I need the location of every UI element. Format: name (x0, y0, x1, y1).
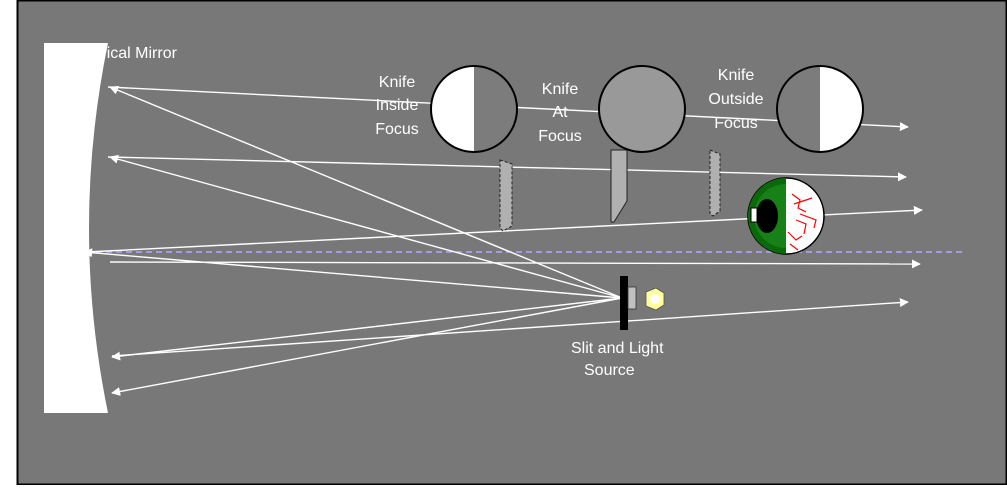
knife-inside-label-line2: Inside (376, 97, 419, 114)
knife-outside-focus-icon (709, 149, 721, 217)
knife-outside-label-line2: Outside (708, 91, 763, 108)
knife-at-label-line3: Focus (538, 128, 582, 145)
light-ray (111, 298, 909, 357)
light-bulb-icon (645, 287, 665, 311)
light-ray (109, 259, 921, 269)
spherical-mirror (44, 43, 108, 413)
knife-outside-label-line3: Focus (714, 115, 758, 132)
knife-inside-focus-icon (499, 159, 513, 232)
light-ray (111, 297, 623, 396)
slit-and-light-source (620, 276, 665, 330)
knife-outside-label-line1: Knife (718, 67, 755, 84)
light-ray (83, 248, 623, 299)
light-ray (109, 154, 623, 299)
light-rays (83, 85, 923, 396)
light-ray (111, 297, 623, 361)
source-label-line1: Slit and Light (571, 340, 664, 357)
source-label-line2: Source (584, 362, 635, 379)
shadow-inside-focus (430, 65, 518, 153)
mirror-label: Spherical Mirror (64, 45, 178, 62)
knife-at-focus-icon (610, 149, 628, 223)
knife-inside-label-line3: Focus (375, 121, 419, 138)
shadow-outside-focus (776, 65, 864, 153)
eye-icon (747, 177, 825, 255)
knife-at-label-line1: Knife (542, 81, 579, 98)
light-ray (109, 85, 623, 299)
knife-at-label-line2: At (552, 104, 568, 121)
knife-inside-label-line1: Knife (379, 74, 416, 91)
shadow-at-focus (598, 65, 686, 153)
diagram-background (16, 0, 1007, 486)
